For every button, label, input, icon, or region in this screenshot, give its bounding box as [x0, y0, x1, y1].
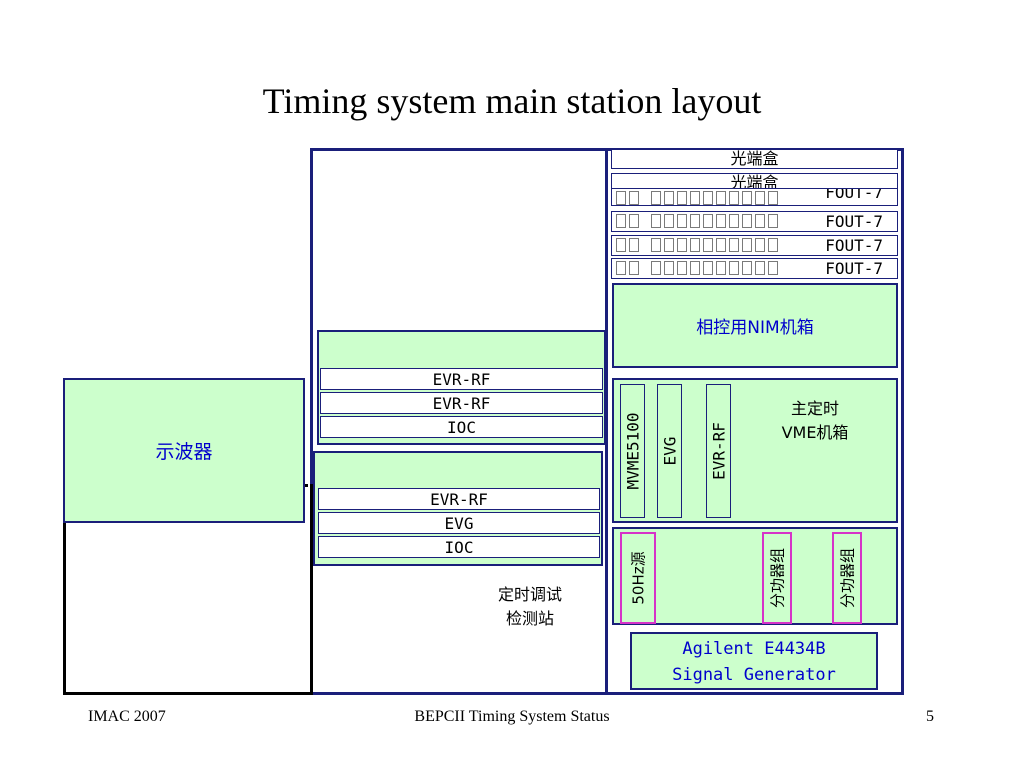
- test-station-label-1: 定时调试: [497, 585, 562, 604]
- fout-label: FOUT-7: [825, 259, 883, 278]
- signal-generator-type: Signal Generator: [672, 665, 836, 685]
- card-evr-rf: EVR-RF: [706, 384, 731, 518]
- lower-slot-ioc: IOC: [318, 536, 600, 558]
- fout-ports: [616, 261, 781, 275]
- card-label: 50Hz源: [629, 551, 648, 605]
- nim-crate-label: 相控用NIM机箱: [696, 318, 814, 338]
- signal-generator-model: Agilent E4434B: [682, 639, 826, 659]
- fout-module-4: FOUT-7: [611, 258, 898, 279]
- lower-slot-evr-rf: EVR-RF: [318, 488, 600, 510]
- card-splitter-1: 分功器组: [762, 532, 792, 624]
- test-station-label-2: 检测站: [505, 609, 554, 628]
- upper-slot-evr-rf-1: EVR-RF: [320, 368, 603, 390]
- fout-ports: [616, 238, 781, 252]
- page-title: Timing system main station layout: [262, 81, 762, 121]
- card-label: EVR-RF: [709, 422, 728, 480]
- upper-slot-ioc: IOC: [320, 416, 603, 438]
- card-label: MVME5100: [623, 412, 642, 490]
- card-evg: EVG: [657, 384, 682, 518]
- fout-module-1: FOUT-7: [611, 188, 898, 206]
- rack-divider: [605, 148, 608, 695]
- main-crate-label-1: 主定时: [790, 399, 839, 418]
- card-label: 分功器组: [768, 547, 787, 609]
- card-splitter-2: 分功器组: [832, 532, 862, 624]
- upper-slot-evr-rf-2: EVR-RF: [320, 392, 603, 414]
- oscilloscope: 示波器: [63, 378, 305, 523]
- footer-left: IMAC 2007: [88, 708, 166, 725]
- signal-generator: Agilent E4434B Signal Generator: [630, 632, 878, 690]
- optical-box-1: 光端盒: [611, 149, 898, 169]
- card-mvme5100: MVME5100: [620, 384, 645, 518]
- footer-page-number: 5: [926, 708, 934, 725]
- fout-ports: [616, 191, 781, 205]
- card-label: 分功器组: [838, 547, 857, 609]
- nim-crate: 相控用NIM机箱: [612, 283, 898, 368]
- fout-module-3: FOUT-7: [611, 235, 898, 256]
- card-50hz-source: 50Hz源: [620, 532, 656, 624]
- oscilloscope-label: 示波器: [155, 441, 213, 463]
- fout-label: FOUT-7: [825, 236, 883, 255]
- main-crate-label-2: VME机箱: [781, 423, 849, 442]
- fout-ports: [616, 214, 781, 228]
- fout-label: FOUT-7: [825, 188, 883, 202]
- fout-module-2: FOUT-7: [611, 211, 898, 232]
- footer-center: BEPCII Timing System Status: [414, 708, 610, 725]
- test-bench-outline: [63, 484, 313, 695]
- card-label: EVG: [660, 436, 679, 466]
- lower-slot-evg: EVG: [318, 512, 600, 534]
- fout-label: FOUT-7: [825, 212, 883, 231]
- test-bench-top-edge: [305, 484, 308, 487]
